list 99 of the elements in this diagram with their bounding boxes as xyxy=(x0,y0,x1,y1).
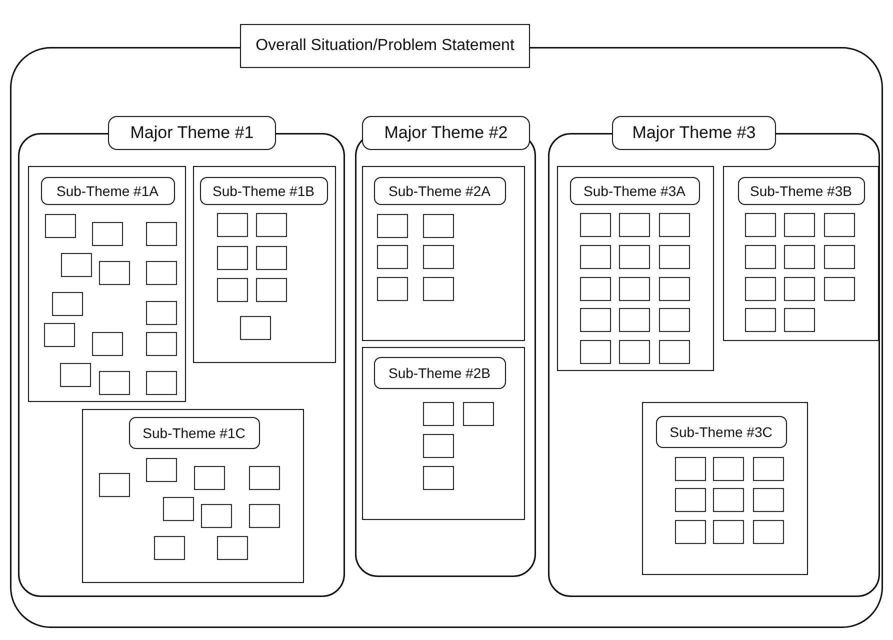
note-box xyxy=(60,362,90,386)
note-box xyxy=(462,402,494,426)
note-box xyxy=(744,244,776,268)
note-box xyxy=(618,276,650,300)
note-box xyxy=(256,212,286,236)
note-box xyxy=(580,212,610,236)
note-box xyxy=(216,212,248,236)
sub-theme-panel xyxy=(723,166,879,341)
major-theme-panel xyxy=(355,116,536,577)
note-box xyxy=(658,340,690,364)
note-box xyxy=(658,212,690,236)
sub-theme-label: Sub-Theme #3A xyxy=(570,176,700,204)
note-box xyxy=(784,244,814,268)
note-box xyxy=(618,340,650,364)
note-box xyxy=(580,276,610,300)
note-box xyxy=(216,278,248,302)
note-box xyxy=(422,214,454,238)
note-box xyxy=(60,252,92,276)
major-theme-label: Major Theme #3 xyxy=(612,116,776,150)
sub-theme-label: Sub-Theme #1B xyxy=(200,176,328,204)
sub-theme-label: Sub-Theme #1A xyxy=(40,176,174,204)
note-box xyxy=(200,504,232,528)
note-box xyxy=(658,276,690,300)
note-box xyxy=(256,246,286,270)
note-box xyxy=(422,402,454,426)
note-box xyxy=(98,260,130,284)
note-box xyxy=(146,260,176,284)
note-box xyxy=(744,212,776,236)
note-box xyxy=(44,322,74,346)
note-box xyxy=(752,520,784,544)
note-box xyxy=(712,520,744,544)
note-box xyxy=(146,222,176,246)
note-box xyxy=(376,244,408,268)
sub-theme-panel xyxy=(362,347,525,520)
note-box xyxy=(194,466,224,490)
note-box xyxy=(712,488,744,512)
note-box xyxy=(248,466,280,490)
sub-theme-label: Sub-Theme #2A xyxy=(374,176,506,204)
sub-theme-label: Sub-Theme #2B xyxy=(374,356,506,388)
note-box xyxy=(162,496,194,520)
note-box xyxy=(52,292,82,316)
note-box xyxy=(92,332,122,356)
major-theme-panel xyxy=(548,116,880,597)
note-box xyxy=(422,434,454,458)
note-box xyxy=(674,488,706,512)
note-box xyxy=(376,214,408,238)
note-box xyxy=(658,244,690,268)
sub-theme-panel xyxy=(82,409,304,583)
note-box xyxy=(712,456,744,480)
note-box xyxy=(580,244,610,268)
major-theme-label: Major Theme #2 xyxy=(362,116,530,150)
note-box xyxy=(618,212,650,236)
note-box xyxy=(422,276,454,300)
note-box xyxy=(752,456,784,480)
note-box xyxy=(618,244,650,268)
note-box xyxy=(146,370,176,394)
note-box xyxy=(744,276,776,300)
problem-statement-frame xyxy=(10,24,883,628)
note-box xyxy=(824,244,854,268)
note-box xyxy=(248,504,280,528)
note-box xyxy=(674,520,706,544)
note-box xyxy=(744,308,776,332)
sub-theme-panel xyxy=(362,166,525,341)
note-box xyxy=(216,536,248,560)
note-box xyxy=(376,276,408,300)
note-box xyxy=(752,488,784,512)
major-theme-panel xyxy=(18,116,345,597)
sub-theme-label: Sub-Theme #1C xyxy=(128,416,260,448)
note-box xyxy=(580,308,610,332)
note-box xyxy=(98,370,130,394)
note-box xyxy=(422,466,454,490)
note-box xyxy=(824,212,854,236)
note-box xyxy=(784,276,814,300)
note-box xyxy=(422,244,454,268)
note-box xyxy=(674,456,706,480)
note-box xyxy=(618,308,650,332)
note-box xyxy=(216,246,248,270)
note-box xyxy=(580,340,610,364)
note-box xyxy=(92,222,122,246)
sub-theme-label: Sub-Theme #3B xyxy=(738,176,864,204)
note-box xyxy=(784,212,814,236)
note-box xyxy=(146,300,176,324)
sub-theme-panel xyxy=(193,166,336,363)
note-box xyxy=(824,276,854,300)
note-box xyxy=(98,472,130,496)
note-box xyxy=(154,536,184,560)
note-box xyxy=(256,278,286,302)
sub-theme-panel xyxy=(28,166,186,402)
problem-statement-title: Overall Situation/Problem Statement xyxy=(240,24,530,68)
sub-theme-label: Sub-Theme #3C xyxy=(656,416,786,448)
note-box xyxy=(146,458,176,482)
note-box xyxy=(240,316,270,340)
note-box xyxy=(44,214,76,238)
note-box xyxy=(658,308,690,332)
sub-theme-panel xyxy=(557,166,714,371)
sub-theme-panel xyxy=(642,402,808,575)
note-box xyxy=(784,308,814,332)
major-theme-label: Major Theme #1 xyxy=(108,116,276,150)
note-box xyxy=(146,332,176,356)
